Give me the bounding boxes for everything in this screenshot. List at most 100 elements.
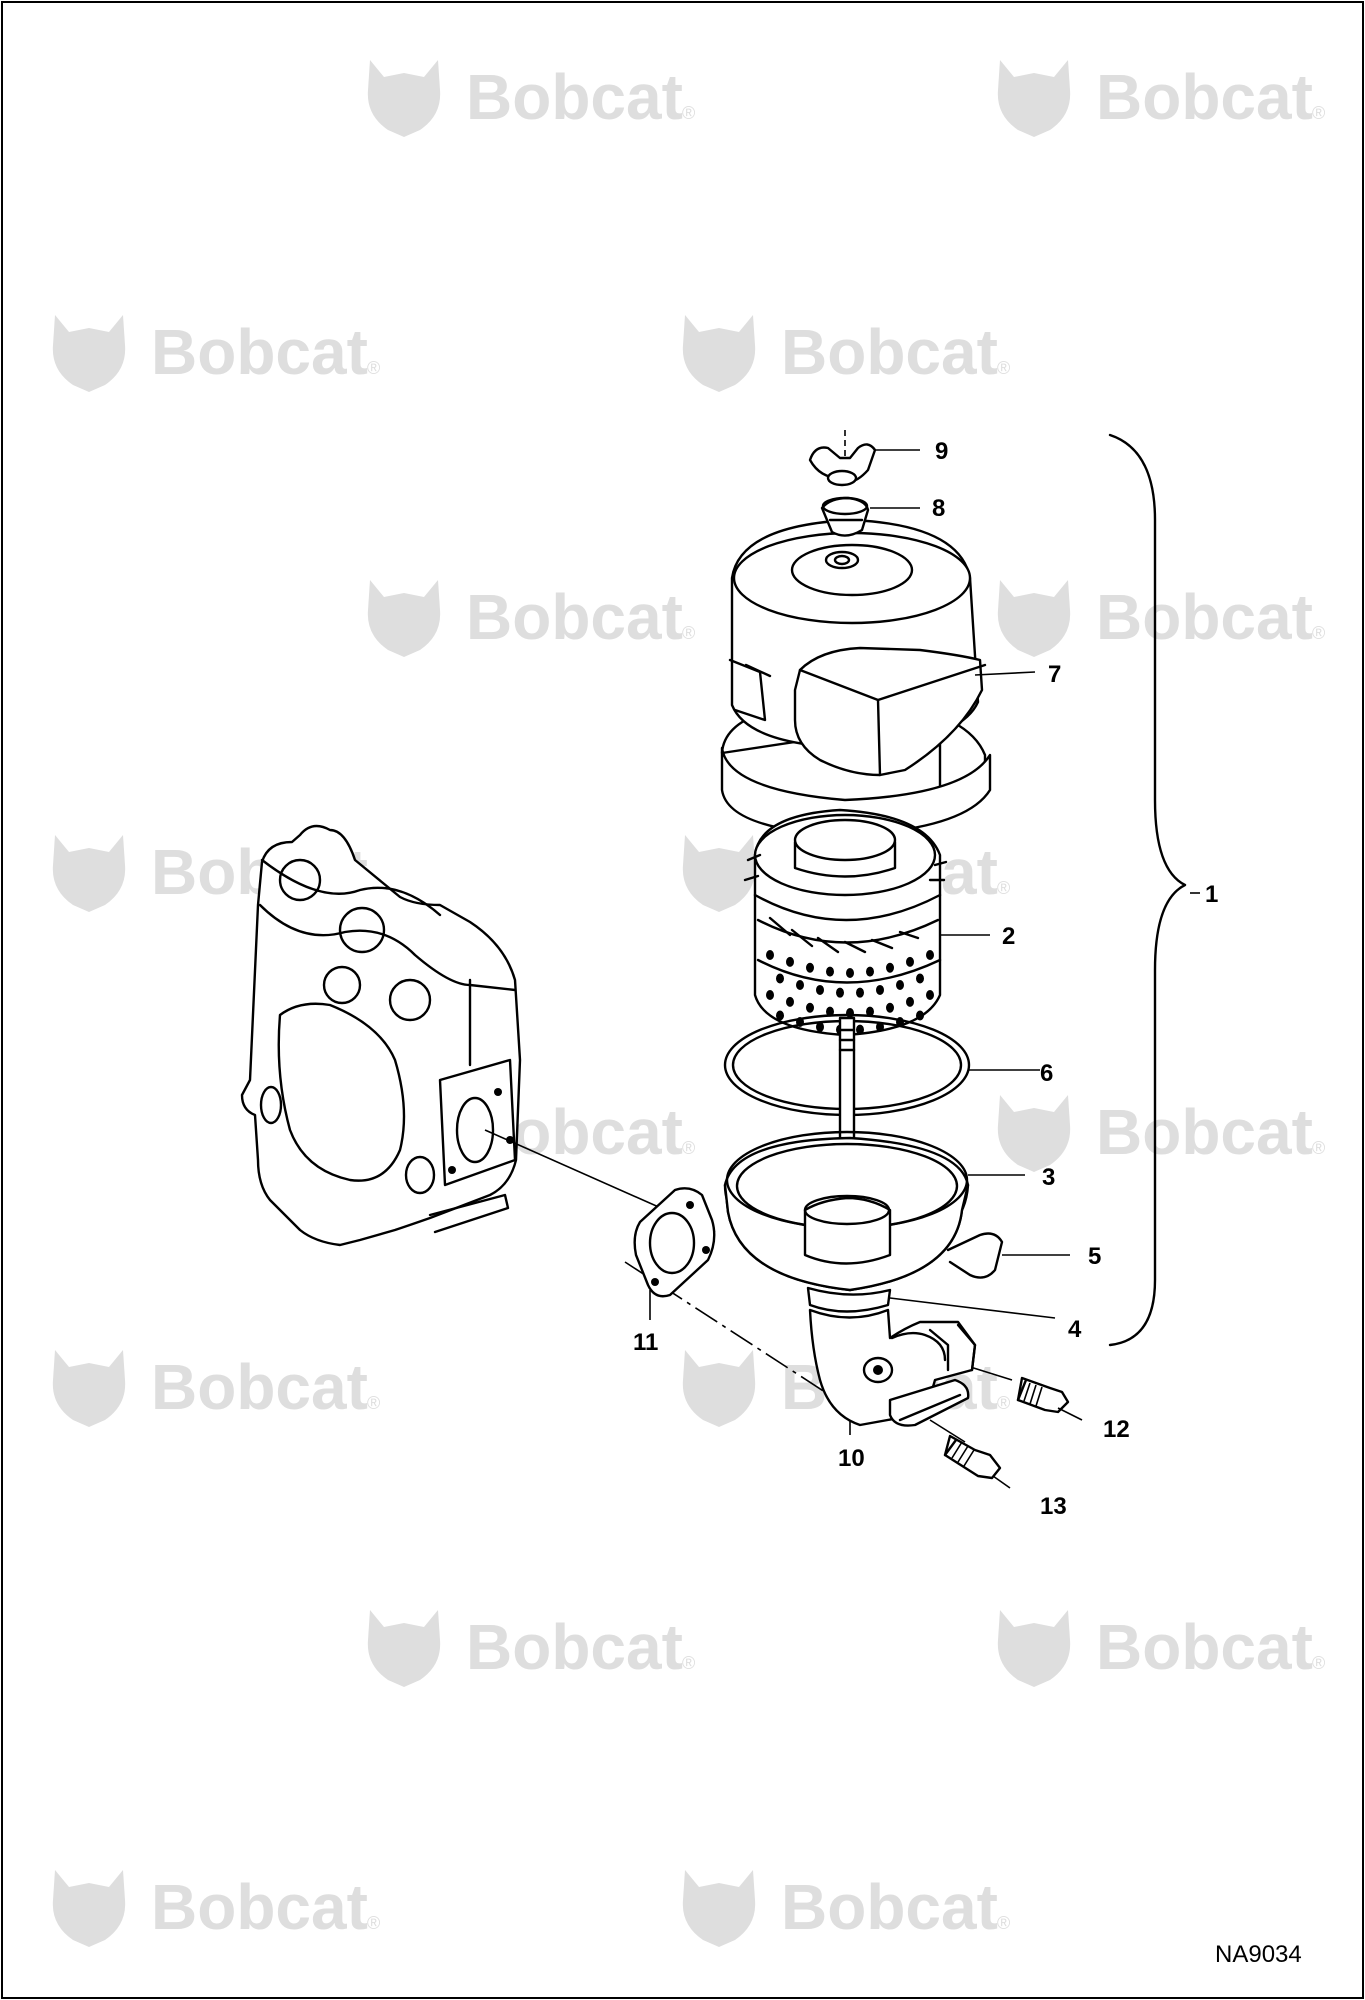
flange-gasket-part-11 — [633, 1187, 716, 1298]
perforation-hole — [786, 956, 794, 967]
watermark-text: Bobcat — [781, 1871, 998, 1943]
seal-ring-part-4 — [806, 1286, 892, 1313]
watermark-registered-mark: ® — [682, 1138, 695, 1158]
bobcat-head-logo-icon — [52, 1870, 126, 1947]
perforation-hole — [856, 987, 864, 998]
watermark-registered-mark: ® — [1312, 1653, 1325, 1673]
dust-bowl-part-3 — [723, 1130, 970, 1292]
perforation-hole — [816, 984, 824, 995]
bobcat-head-logo-icon — [997, 580, 1071, 657]
watermark-text: Bobcat — [151, 1871, 368, 1943]
perforation-hole — [926, 950, 934, 960]
watermark-tile: Bobcat® — [367, 60, 695, 137]
engine-block-outline — [240, 824, 522, 1247]
perforation-hole — [796, 980, 804, 991]
watermark-registered-mark: ® — [1312, 103, 1325, 123]
callout-9: 9 — [935, 438, 948, 465]
watermark-registered-mark: ® — [1312, 623, 1325, 643]
perforation-hole — [806, 1002, 814, 1013]
watermark-tile: Bobcat® — [367, 1610, 695, 1687]
leader-lines — [649, 449, 1200, 1489]
callout-5: 5 — [1088, 1243, 1101, 1270]
callout-1: 1 — [1205, 881, 1218, 908]
perforation-hole — [886, 1002, 894, 1013]
perforation-hole — [826, 1006, 834, 1017]
perforation-hole — [856, 1024, 864, 1035]
perforation-hole — [906, 956, 914, 967]
perforation-hole — [916, 973, 924, 984]
bobcat-head-logo-icon — [52, 835, 126, 912]
perforation-hole — [766, 950, 774, 960]
watermark-tile: Bobcat® — [682, 1870, 1010, 1947]
perforation-hole — [906, 996, 914, 1007]
callout-12: 12 — [1103, 1416, 1130, 1443]
bobcat-head-logo-icon — [682, 315, 756, 392]
bobcat-head-logo-icon — [997, 60, 1071, 137]
watermark-tile: Bobcat® — [52, 1350, 380, 1427]
bobcat-head-logo-icon — [997, 1610, 1071, 1687]
perforation-hole — [896, 980, 904, 991]
perforation-hole — [836, 987, 844, 998]
watermark-registered-mark: ® — [682, 1653, 695, 1673]
watermark-tile: Bobcat® — [997, 60, 1325, 137]
callout-2: 2 — [1002, 923, 1015, 950]
bobcat-head-logo-icon — [52, 315, 126, 392]
perforation-hole — [886, 962, 894, 973]
perforation-hole — [806, 962, 814, 973]
nut-part-8 — [820, 496, 870, 537]
watermark-text: Bobcat — [1096, 61, 1313, 133]
watermark-registered-mark: ® — [367, 358, 380, 378]
bobcat-head-logo-icon — [367, 1610, 441, 1687]
perforation-hole — [876, 984, 884, 995]
bobcat-head-logo-icon — [682, 1350, 756, 1427]
cap-screw-part-12 — [1016, 1376, 1070, 1414]
callout-6: 6 — [1040, 1060, 1053, 1087]
bobcat-head-logo-icon — [52, 1350, 126, 1427]
perforation-hole — [926, 990, 934, 1000]
perforation-hole — [816, 1021, 824, 1032]
inlet-elbow-part-10 — [808, 1308, 977, 1427]
watermark-registered-mark: ® — [682, 103, 695, 123]
perforation-hole — [776, 1010, 784, 1021]
watermark-registered-mark: ® — [997, 1913, 1010, 1933]
watermark-layer: Bobcat®Bobcat®Bobcat®Bobcat®Bobcat®Bobca… — [52, 60, 1325, 1947]
callout-labels: 1 2 3 4 5 6 7 8 9 10 11 12 13 — [633, 438, 1218, 1520]
wing-nut-part-9 — [808, 443, 877, 487]
watermark-tile: Bobcat® — [52, 315, 380, 392]
bobcat-head-logo-icon — [682, 1870, 756, 1947]
watermark-text: Bobcat — [781, 316, 998, 388]
watermark-text: Bobcat — [1096, 1096, 1313, 1168]
callout-4: 4 — [1068, 1316, 1082, 1343]
perforation-hole — [846, 1008, 854, 1018]
perforation-hole — [866, 1006, 874, 1017]
watermark-tile: Bobcat® — [997, 1610, 1325, 1687]
watermark-text: Bobcat — [1096, 581, 1313, 653]
watermark-tile: Bobcat® — [997, 1095, 1325, 1172]
callout-3: 3 — [1042, 1164, 1055, 1191]
watermark-registered-mark: ® — [367, 1393, 380, 1413]
callout-8: 8 — [932, 495, 945, 522]
callout-13: 13 — [1040, 1493, 1067, 1520]
perforation-hole — [916, 1010, 924, 1021]
watermark-text: Bobcat — [466, 1611, 683, 1683]
watermark-tile: Bobcat® — [682, 315, 1010, 392]
watermark-tile: Bobcat® — [367, 580, 695, 657]
watermark-registered-mark: ® — [1312, 1138, 1325, 1158]
watermark-registered-mark: ® — [997, 1393, 1010, 1413]
pre-cleaner-element-part-2 — [743, 808, 948, 1037]
watermark-text: Bobcat — [466, 581, 683, 653]
perforation-hole — [776, 973, 784, 984]
bobcat-head-logo-icon — [367, 580, 441, 657]
perforation-hole — [826, 966, 834, 977]
watermark-text: Bobcat — [151, 1351, 368, 1423]
assembly-brace — [1108, 433, 1187, 1347]
watermark-text: Bobcat — [1096, 1611, 1313, 1683]
callout-11: 11 — [633, 1329, 658, 1356]
figure-reference: NA9034 — [1215, 1941, 1302, 1968]
watermark-registered-mark: ® — [997, 358, 1010, 378]
bobcat-head-logo-icon — [682, 835, 756, 912]
bobcat-head-logo-icon — [367, 60, 441, 137]
